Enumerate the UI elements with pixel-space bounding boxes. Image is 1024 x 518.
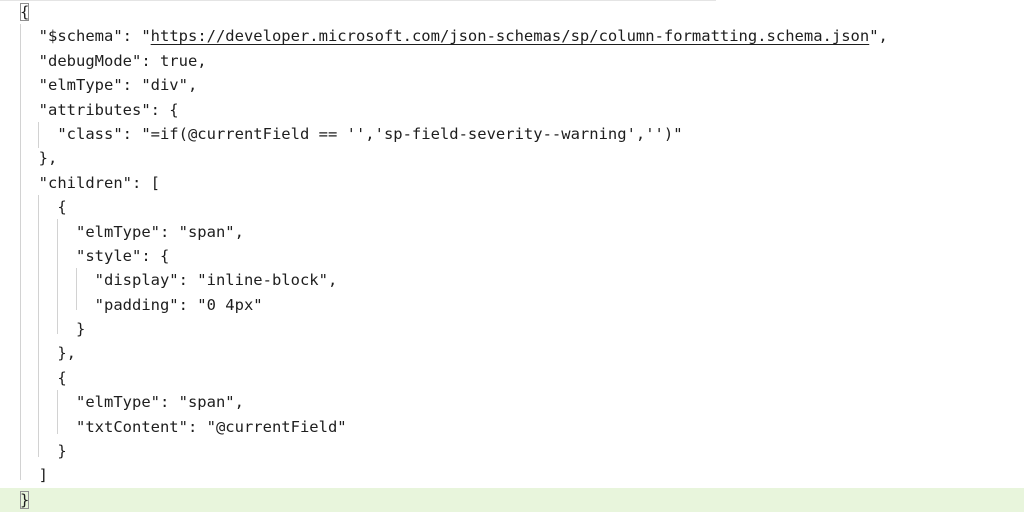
code-line-text: "$schema": "https://developer.microsoft.… xyxy=(20,24,888,48)
matched-bracket: } xyxy=(20,490,30,509)
code-token: ] xyxy=(20,466,48,485)
indent-guide xyxy=(20,24,21,480)
code-token: } xyxy=(20,320,86,339)
code-line[interactable]: { xyxy=(0,195,1024,219)
code-line-text: "elmType": "div", xyxy=(20,73,198,97)
code-line[interactable]: "padding": "0 4px" xyxy=(0,293,1024,317)
code-line-text: { xyxy=(20,0,30,24)
code-line-text: { xyxy=(20,366,67,390)
code-token: "attributes": { xyxy=(20,100,179,119)
code-line-text: } xyxy=(20,317,85,341)
code-token: "children": [ xyxy=(20,173,160,192)
indent-guide xyxy=(57,219,58,334)
code-token: ", xyxy=(869,27,888,46)
code-line[interactable]: { xyxy=(0,0,1024,24)
code-line-text: } xyxy=(20,488,30,512)
code-line[interactable]: "elmType": "span", xyxy=(0,390,1024,414)
code-token: }, xyxy=(20,149,58,168)
code-line-text: "txtContent": "@currentField" xyxy=(20,415,347,439)
code-line-text: }, xyxy=(20,341,76,365)
code-line[interactable]: "attributes": { xyxy=(0,98,1024,122)
code-line-text: "children": [ xyxy=(20,171,160,195)
code-line[interactable]: "elmType": "div", xyxy=(0,73,1024,97)
code-line-text: "debugMode": true, xyxy=(20,49,207,73)
code-token: "elmType": "span", xyxy=(20,393,244,412)
code-line[interactable]: "elmType": "span", xyxy=(0,220,1024,244)
code-line-text: "class": "=if(@currentField == '','sp-fi… xyxy=(20,122,683,146)
matched-bracket: { xyxy=(20,3,30,21)
code-line[interactable]: }, xyxy=(0,341,1024,365)
code-line-text: "elmType": "span", xyxy=(20,390,244,414)
code-line[interactable]: "$schema": "https://developer.microsoft.… xyxy=(0,24,1024,48)
code-line[interactable]: { xyxy=(0,366,1024,390)
code-line-text: "display": "inline-block", xyxy=(20,268,338,292)
code-line-text: "padding": "0 4px" xyxy=(20,293,263,317)
code-token: "elmType": "div", xyxy=(20,76,198,95)
code-line-text: ] xyxy=(20,463,48,487)
code-token: "txtContent": "@currentField" xyxy=(20,417,347,436)
code-line[interactable]: ] xyxy=(0,463,1024,487)
code-token: "debugMode": true, xyxy=(20,51,207,70)
editor-top-border xyxy=(0,0,716,1)
code-line-text: "style": { xyxy=(20,244,169,268)
code-token: "$schema": " xyxy=(20,27,151,46)
code-line-text: }, xyxy=(20,146,58,170)
code-token: "class": "=if(@currentField == '','sp-fi… xyxy=(20,124,683,143)
code-line-text: { xyxy=(20,195,67,219)
code-line[interactable]: } xyxy=(0,439,1024,463)
code-token: }, xyxy=(20,344,76,363)
code-line[interactable]: }, xyxy=(0,146,1024,170)
code-token: } xyxy=(20,442,67,461)
code-token: { xyxy=(20,368,67,387)
code-line[interactable]: "txtContent": "@currentField" xyxy=(0,415,1024,439)
schema-url-link[interactable]: https://developer.microsoft.com/json-sch… xyxy=(150,27,870,46)
code-line[interactable]: "class": "=if(@currentField == '','sp-fi… xyxy=(0,122,1024,146)
code-token: "display": "inline-block", xyxy=(20,271,338,290)
indent-guide xyxy=(38,195,39,457)
indent-guide xyxy=(57,390,58,434)
code-line[interactable]: } xyxy=(0,487,1024,513)
code-line[interactable]: "style": { xyxy=(0,244,1024,268)
code-line-text: "elmType": "span", xyxy=(20,220,244,244)
indent-guide xyxy=(38,122,39,148)
code-line[interactable]: "display": "inline-block", xyxy=(0,268,1024,292)
code-line-text: } xyxy=(20,439,67,463)
code-token: "elmType": "span", xyxy=(20,222,244,241)
code-line[interactable]: "debugMode": true, xyxy=(0,49,1024,73)
code-token: "style": { xyxy=(20,246,170,265)
code-token: { xyxy=(20,198,67,217)
code-token: "padding": "0 4px" xyxy=(20,295,263,314)
code-line[interactable]: "children": [ xyxy=(0,171,1024,195)
code-line-text: "attributes": { xyxy=(20,98,179,122)
code-line[interactable]: } xyxy=(0,317,1024,341)
indent-guide xyxy=(76,268,77,310)
